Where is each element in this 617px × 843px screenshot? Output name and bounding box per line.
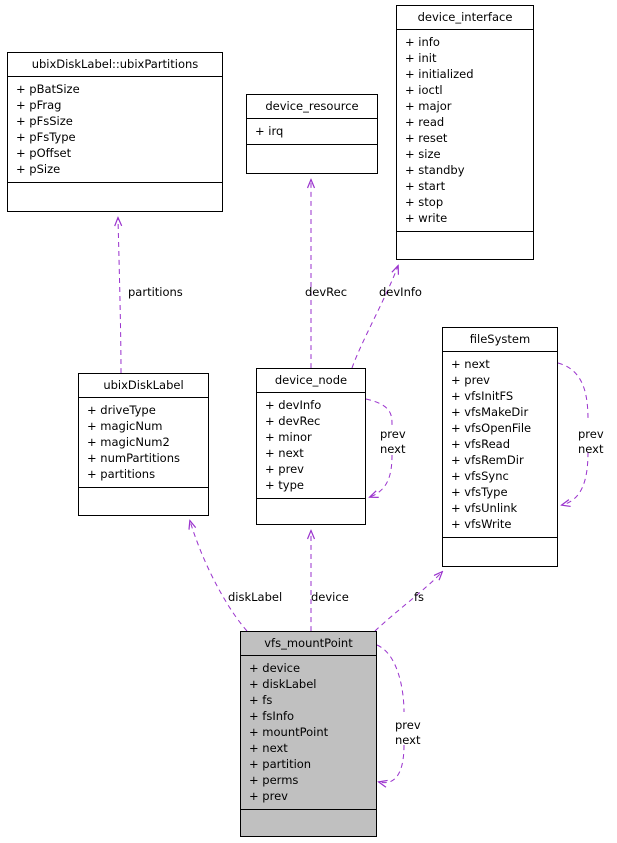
attribute-row: + read xyxy=(405,115,445,129)
attribute-row: + minor xyxy=(265,430,312,444)
edge-label-fs: fs xyxy=(414,590,425,604)
attribute-row: + pOffset xyxy=(16,146,72,160)
attribute-row: + vfsUnlink xyxy=(451,501,518,515)
edge-label-partitions: partitions xyxy=(128,285,183,299)
attribute-row: + pFsSize xyxy=(16,114,73,128)
class-title: device_resource xyxy=(247,95,377,119)
attribute-row: + device xyxy=(249,661,301,675)
attribute-row: + ioctl xyxy=(405,83,443,97)
attribute-row: + write xyxy=(405,211,448,225)
attribute-row: + start xyxy=(405,179,446,193)
class-attributes: + irq xyxy=(247,119,377,145)
attribute-row: + fs xyxy=(249,693,273,707)
edge-label-device: device xyxy=(311,590,349,604)
attribute-row: + next xyxy=(265,446,304,460)
attribute-row: + pFrag xyxy=(16,98,62,112)
attribute-row: + partition xyxy=(249,757,312,771)
attribute-row: + info xyxy=(405,35,440,49)
attribute-row: + vfsOpenFile xyxy=(451,421,532,435)
class-title: vfs_mountPoint xyxy=(241,632,376,656)
attribute-row: + vfsRead xyxy=(451,437,511,451)
attribute-row: + stop xyxy=(405,195,444,209)
attribute-row: + pFsType xyxy=(16,130,76,144)
attribute-row: + vfsType xyxy=(451,485,508,499)
attribute-row: + mountPoint xyxy=(249,725,329,739)
attribute-row: + standby xyxy=(405,163,465,177)
class-methods xyxy=(79,488,208,510)
attribute-row: + vfsRemDir xyxy=(451,453,524,467)
class-attributes: + pBatSize + pFrag + pFsSize + pFsType +… xyxy=(8,77,222,183)
class-box-device-interface[interactable]: device_interface + info + init + initial… xyxy=(396,5,534,260)
attribute-row: + devInfo xyxy=(265,398,322,412)
attribute-row: + pBatSize xyxy=(16,82,80,96)
attribute-row: + vfsInitFS xyxy=(451,389,514,403)
attribute-row: + prev xyxy=(451,373,490,387)
class-attributes: + devInfo + devRec + minor + next + prev… xyxy=(257,393,365,499)
attribute-row: + fsInfo xyxy=(249,709,295,723)
attribute-row: + perms xyxy=(249,773,299,787)
attribute-row: + irq xyxy=(255,124,284,138)
attribute-row: + major xyxy=(405,99,452,113)
attribute-row: + vfsMakeDir xyxy=(451,405,529,419)
attribute-row: + magicNum xyxy=(87,419,163,433)
class-title: device_node xyxy=(257,369,365,393)
attribute-row: + driveType xyxy=(87,403,156,417)
class-attributes: + driveType + magicNum + magicNum2 + num… xyxy=(79,398,208,488)
edge-label-devinfo: devInfo xyxy=(379,285,422,299)
class-methods xyxy=(443,538,557,560)
attribute-row: + reset xyxy=(405,131,448,145)
attribute-row: + numPartitions xyxy=(87,451,180,465)
attribute-row: + vfsWrite xyxy=(451,517,512,531)
edge-label-device-node-prev-next: prev next xyxy=(380,427,406,456)
attribute-row: + prev xyxy=(249,789,288,803)
class-methods xyxy=(8,183,222,205)
class-box-vfs-mountpoint[interactable]: vfs_mountPoint + device + diskLabel + fs… xyxy=(240,631,377,837)
attribute-row: + next xyxy=(249,741,288,755)
attribute-row: + diskLabel xyxy=(249,677,317,691)
class-attributes: + device + diskLabel + fs + fsInfo + mou… xyxy=(241,656,376,810)
attribute-row: + magicNum2 xyxy=(87,435,170,449)
class-title: ubixDiskLabel xyxy=(79,374,208,398)
attribute-row: + init xyxy=(405,51,437,65)
class-title: fileSystem xyxy=(443,328,557,352)
edge-label-disklabel: diskLabel xyxy=(228,590,283,604)
class-box-ubix-disk-label[interactable]: ubixDiskLabel + driveType + magicNum + m… xyxy=(78,373,209,516)
attribute-row: + pSize xyxy=(16,162,61,176)
attribute-row: + partitions xyxy=(87,467,156,481)
attribute-row: + type xyxy=(265,478,304,492)
class-box-file-system[interactable]: fileSystem + next + prev + vfsInitFS + v… xyxy=(442,327,558,567)
class-methods xyxy=(247,145,377,167)
class-attributes: + next + prev + vfsInitFS + vfsMakeDir +… xyxy=(443,352,557,538)
class-title: device_interface xyxy=(397,6,533,30)
attribute-row: + prev xyxy=(265,462,304,476)
edge-label-filesystem-prev-next: prev next xyxy=(578,427,604,456)
class-box-device-node[interactable]: device_node + devInfo + devRec + minor +… xyxy=(256,368,366,525)
attribute-row: + next xyxy=(451,357,490,371)
attribute-row: + size xyxy=(405,147,441,161)
attribute-row: + initialized xyxy=(405,67,474,81)
edge-label-mountpoint-prev-next: prev next xyxy=(395,718,421,747)
attribute-row: + devRec xyxy=(265,414,321,428)
class-methods xyxy=(241,810,376,832)
class-methods xyxy=(397,232,533,254)
class-methods xyxy=(257,499,365,521)
edge-label-devrec: devRec xyxy=(305,285,348,299)
attribute-row: + vfsSync xyxy=(451,469,509,483)
class-box-device-resource[interactable]: device_resource + irq xyxy=(246,94,378,174)
class-title: ubixDiskLabel::ubixPartitions xyxy=(8,53,222,77)
class-box-ubix-partitions[interactable]: ubixDiskLabel::ubixPartitions + pBatSize… xyxy=(7,52,223,212)
class-attributes: + info + init + initialized + ioctl + ma… xyxy=(397,30,533,232)
